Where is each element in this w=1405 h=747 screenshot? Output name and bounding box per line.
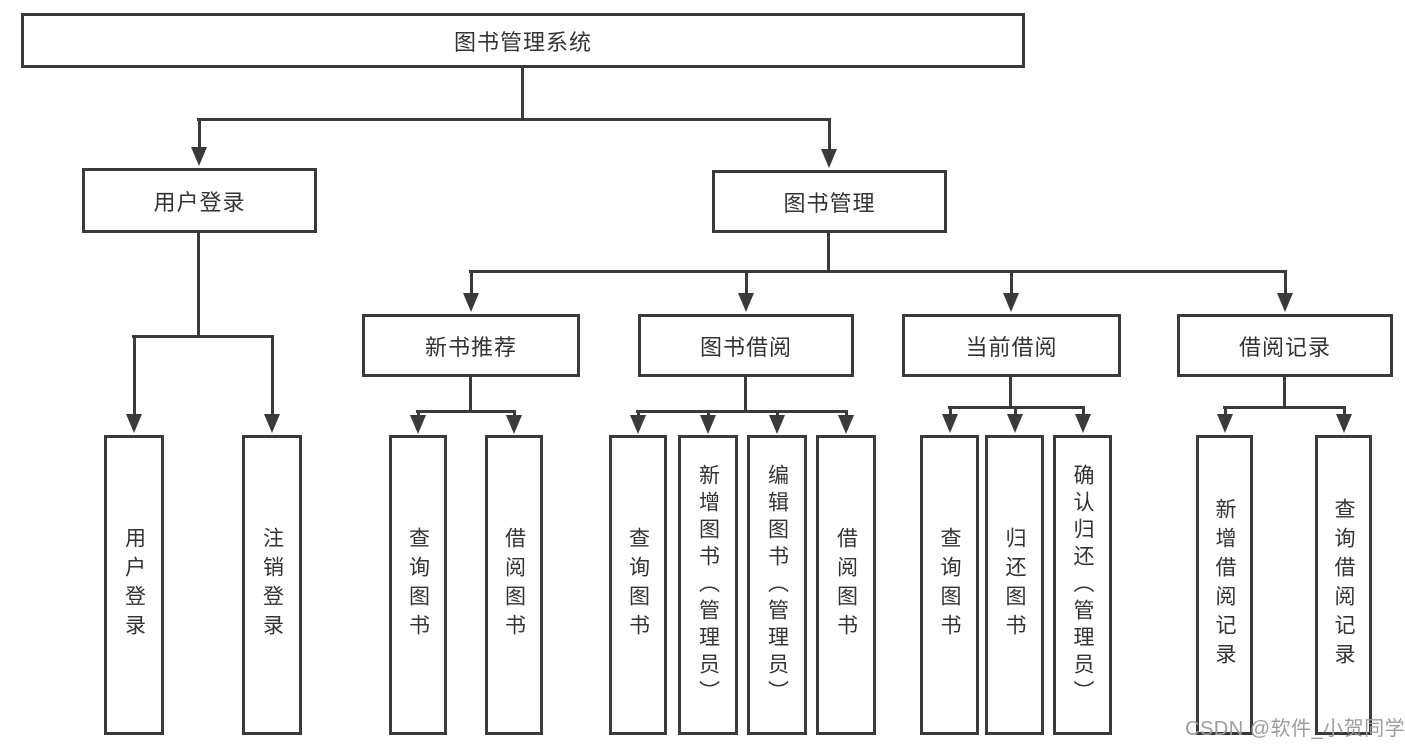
connector-new-book-bus <box>416 410 516 413</box>
arrow-to-book-management <box>821 118 837 168</box>
arrow-to-book-borrow <box>738 270 754 312</box>
leaf-confirm-return-admin: 确认归还（管理员） <box>1053 435 1112 735</box>
arrow-to-leaf-query-recommend <box>410 410 426 434</box>
arrow-to-leaf-return-books <box>1007 406 1023 433</box>
connector-borrow-record-bus <box>1223 406 1346 409</box>
arrow-to-leaf-query-current <box>942 406 958 433</box>
arrow-to-leaf-user-login <box>126 335 142 433</box>
node-new-book-recommend: 新书推荐 <box>362 314 580 377</box>
arrow-to-leaf-edit-books <box>769 410 785 434</box>
leaf-add-borrow-record: 新增借阅记录 <box>1196 435 1253 735</box>
arrow-to-borrow-record <box>1277 270 1293 312</box>
connector-book-management-stub <box>827 233 830 272</box>
leaf-user-login: 用户登录 <box>104 435 164 735</box>
arrow-to-leaf-add-record <box>1217 406 1233 433</box>
leaf-query-books-recommend: 查询图书 <box>389 435 447 735</box>
connector-current-borrow-bus <box>948 406 1085 409</box>
leaf-borrow-books-recommend: 借阅图书 <box>485 435 543 735</box>
connector-new-book-stub <box>469 377 472 412</box>
node-book-management: 图书管理 <box>712 170 947 233</box>
leaf-edit-books-admin: 编辑图书（管理员） <box>747 435 807 735</box>
node-borrow-record: 借阅记录 <box>1177 314 1393 377</box>
leaf-query-books-current: 查询图书 <box>920 435 979 735</box>
connector-book-borrow-stub <box>744 377 747 412</box>
leaf-query-borrow-record: 查询借阅记录 <box>1315 435 1372 735</box>
leaf-logout: 注销登录 <box>242 435 302 735</box>
leaf-add-books-admin: 新增图书（管理员） <box>678 435 738 735</box>
connector-root-stub <box>521 68 524 120</box>
leaf-return-books: 归还图书 <box>985 435 1044 735</box>
arrow-to-new-book-recommend <box>463 270 479 312</box>
connector-user-login-bus <box>132 335 274 338</box>
arrow-to-leaf-query-record <box>1336 406 1352 433</box>
connector-level3-bus <box>469 270 1287 273</box>
arrow-to-user-login <box>191 118 207 166</box>
connector-book-borrow-bus <box>636 410 848 413</box>
arrow-to-leaf-confirm-return <box>1075 406 1091 433</box>
node-current-borrow: 当前借阅 <box>902 314 1121 377</box>
csdn-watermark: CSDN @软件_小贺同学 <box>1185 718 1405 740</box>
arrow-to-leaf-query-borrow <box>630 410 646 434</box>
connector-current-borrow-stub <box>1009 377 1012 408</box>
leaf-borrow-books: 借阅图书 <box>816 435 876 735</box>
arrow-to-leaf-logout <box>264 335 280 433</box>
arrow-to-current-borrow <box>1003 270 1019 312</box>
arrow-to-leaf-add-books <box>700 410 716 434</box>
node-user-login: 用户登录 <box>82 168 317 233</box>
connector-user-login-stub <box>197 233 200 337</box>
connector-level2-bus <box>197 118 831 121</box>
node-library-management-system: 图书管理系统 <box>21 13 1025 68</box>
node-book-borrow: 图书借阅 <box>638 314 854 377</box>
arrow-to-leaf-borrow-books <box>838 410 854 434</box>
arrow-to-leaf-borrow-recommend <box>506 410 522 434</box>
connector-borrow-record-stub <box>1283 377 1286 408</box>
leaf-query-books-borrow: 查询图书 <box>609 435 667 735</box>
